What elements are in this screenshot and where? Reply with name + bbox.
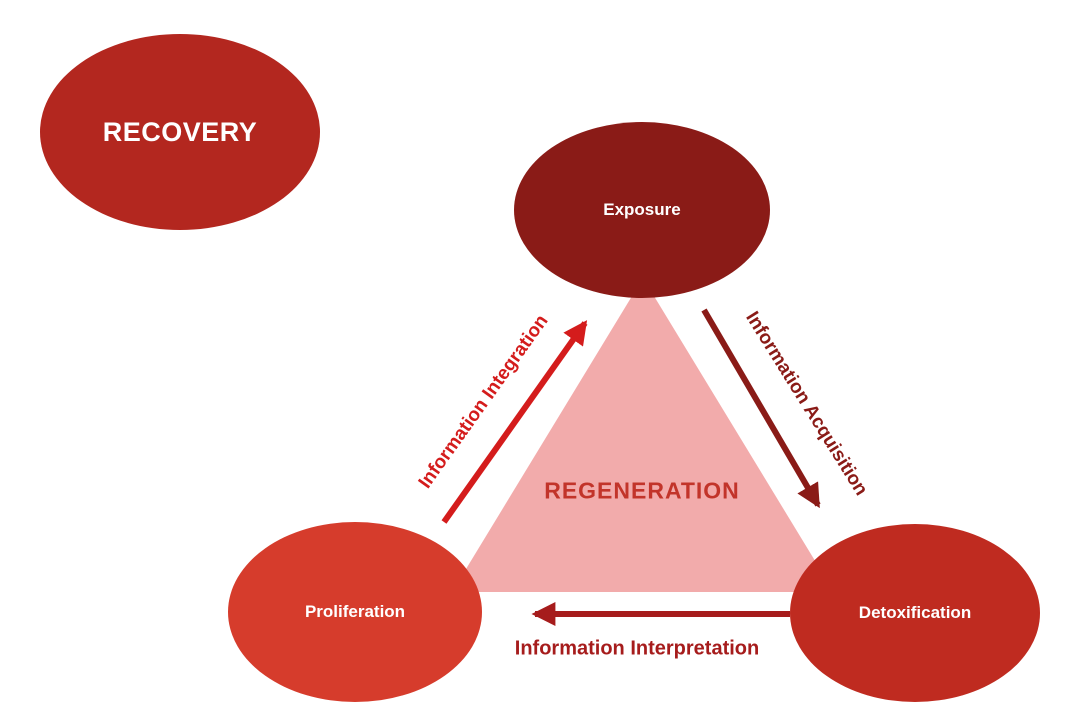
exposure-label: Exposure <box>603 200 681 219</box>
detoxification-label: Detoxification <box>858 603 972 622</box>
proliferation-label: Proliferation <box>304 602 406 621</box>
acquisition-arrow <box>701 308 821 509</box>
recovery-label: RECOVERY <box>102 116 258 147</box>
recovery-node: RECOVERY <box>40 34 320 230</box>
proliferation-node: Proliferation <box>228 522 482 702</box>
integration-arrow <box>441 320 588 524</box>
detoxification-node: Detoxification <box>790 524 1040 702</box>
regeneration-label: REGENERATION <box>544 477 740 504</box>
interpretation-edge-label: Information Interpretation <box>514 637 760 660</box>
regeneration-triangle <box>452 278 834 592</box>
exposure-node: Exposure <box>514 122 770 298</box>
